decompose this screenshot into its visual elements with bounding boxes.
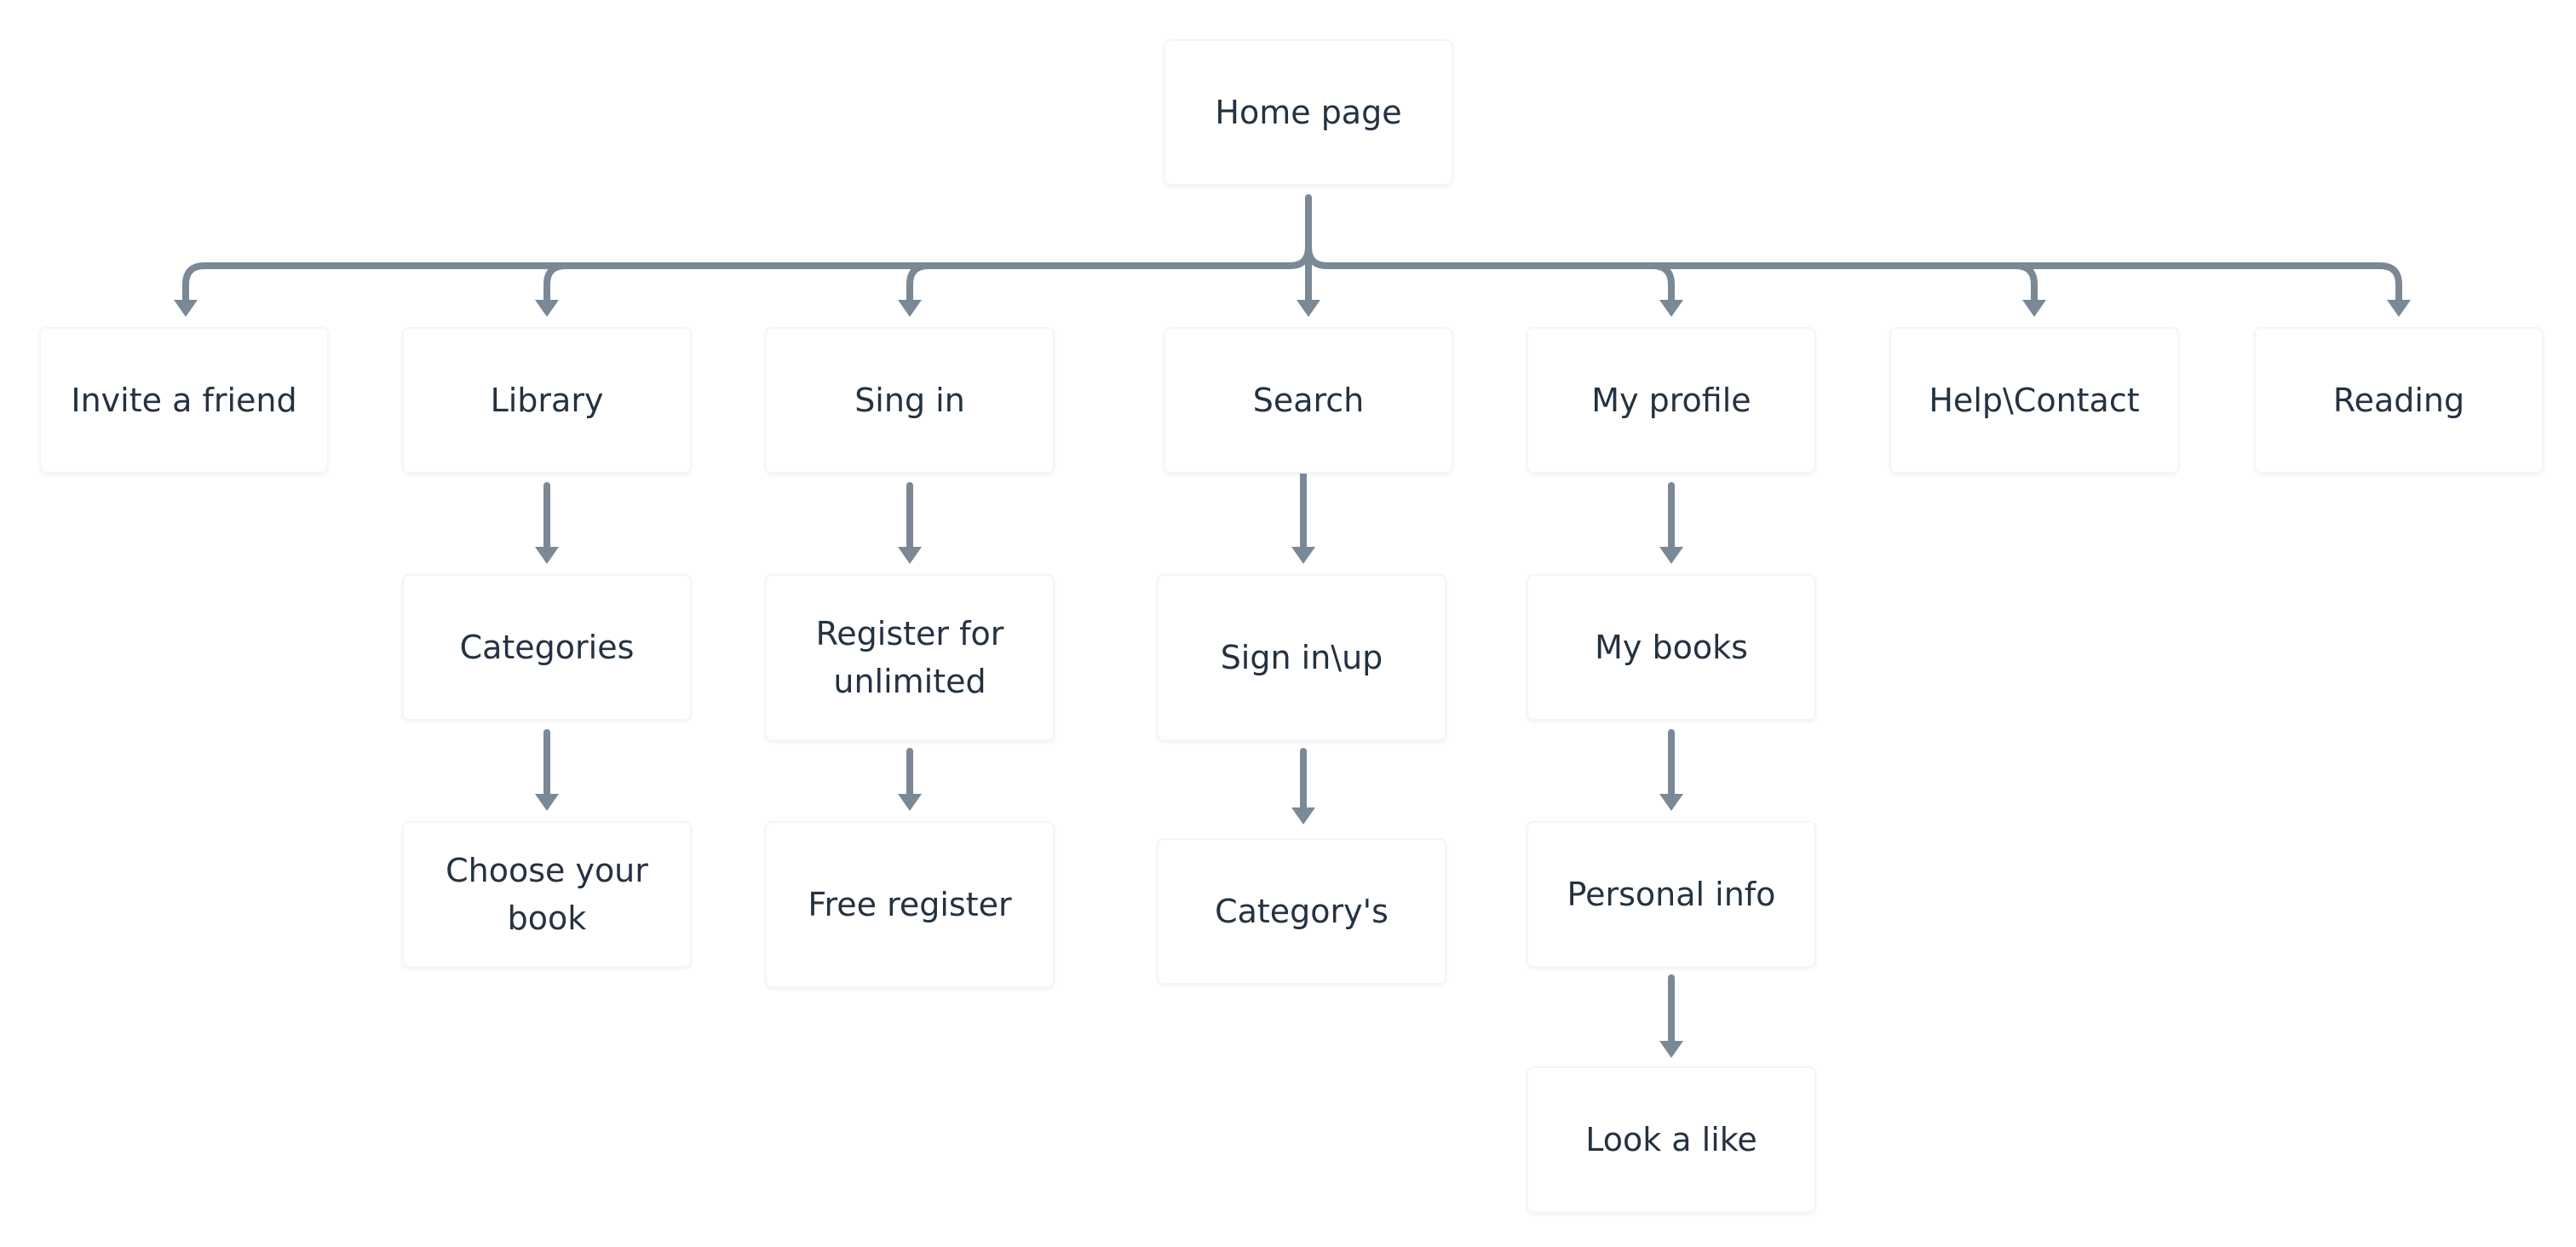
connector-branch-invite <box>182 244 1312 303</box>
arrowhead-free-register <box>898 794 922 811</box>
arrowhead-my-books <box>1659 547 1683 564</box>
arrowhead-sing-in <box>898 300 922 317</box>
node-invite-a-friend: Invite a friend <box>39 327 329 474</box>
arrowhead-invite <box>174 300 198 317</box>
arrowhead-category-s <box>1291 807 1315 825</box>
connector-branch-library <box>543 262 569 303</box>
connector-branch-right <box>1305 244 2402 303</box>
arrowhead-look-a-like <box>1659 1041 1683 1058</box>
arrowhead-register <box>898 547 922 564</box>
connector-branch-my-profile <box>1649 262 1675 303</box>
node-library: Library <box>402 327 692 474</box>
arrowhead-choose-book <box>535 794 559 811</box>
arrowhead-personal-info <box>1659 794 1683 811</box>
arrowhead-my-profile <box>1659 300 1683 317</box>
arrowhead-sign-in-up <box>1291 547 1315 564</box>
arrowhead-library <box>535 300 559 317</box>
node-reading: Reading <box>2254 327 2544 474</box>
node-home-page: Home page <box>1164 39 1453 186</box>
node-personal-info: Personal info <box>1527 821 1816 968</box>
node-sing-in: Sing in <box>765 327 1055 474</box>
arrowhead-help <box>2022 300 2046 317</box>
arrowhead-categories <box>535 547 559 564</box>
node-my-profile: My profile <box>1527 327 1816 474</box>
connector-branch-help <box>2012 262 2038 303</box>
node-search: Search <box>1164 327 1453 474</box>
arrowhead-search <box>1297 300 1320 317</box>
node-category-s: Category's <box>1157 838 1446 985</box>
node-my-books: My books <box>1527 574 1816 721</box>
node-register-for-unlimited: Register for unlimited <box>765 574 1055 741</box>
node-choose-your-book: Choose your book <box>402 821 692 968</box>
node-look-a-like: Look a like <box>1527 1066 1816 1213</box>
node-sign-in-up: Sign in\up <box>1157 574 1446 741</box>
node-free-register: Free register <box>765 821 1055 988</box>
connector-branch-sing-in <box>906 262 932 303</box>
node-categories: Categories <box>402 574 692 721</box>
arrowhead-reading <box>2387 300 2411 317</box>
node-help-contact: Help\Contact <box>1889 327 2179 474</box>
